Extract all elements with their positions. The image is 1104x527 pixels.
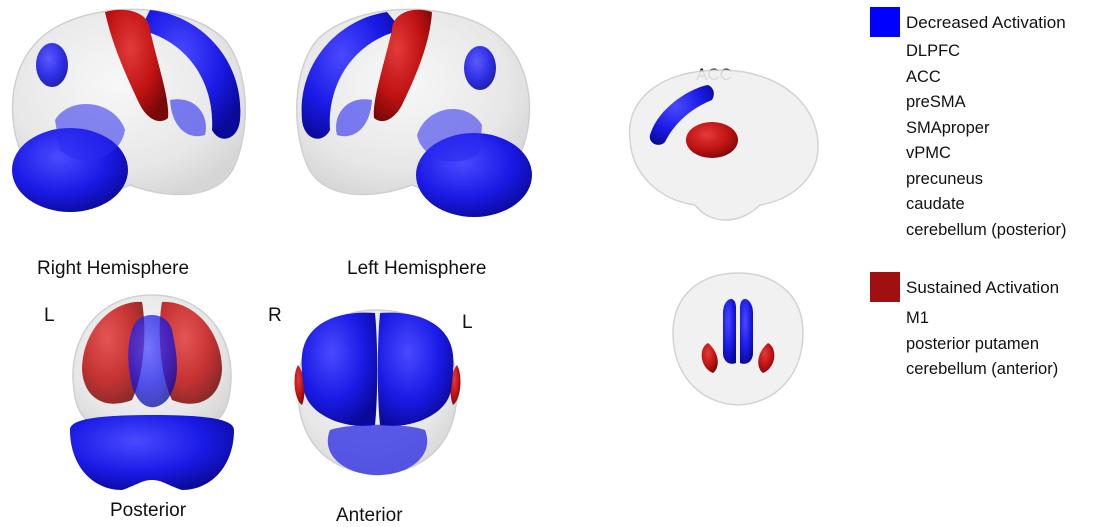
decreased-region-item: cerebellum (posterior) [906, 218, 1066, 244]
caption-anterior: Anterior [336, 505, 403, 527]
decreased-region-list: DLPFCACCpreSMASMApropervPMCprecuneuscaud… [906, 39, 1066, 243]
right-hemisphere-view [0, 0, 250, 230]
coronal-view [668, 268, 808, 408]
caption-posterior: Posterior [110, 500, 186, 522]
decreased-region-item: preSMA [906, 90, 1066, 116]
sustained-region-item: M1 [906, 306, 1058, 332]
sagittal-view [620, 60, 825, 230]
decreased-region-item: DLPFC [906, 39, 1066, 65]
decreased-region-item: vPMC [906, 141, 1066, 167]
posterior-view [62, 290, 242, 495]
decreased-region-item: precuneus [906, 167, 1066, 193]
sustained-region-list: M1posterior putamencerebellum (anterior) [906, 306, 1058, 383]
caudate-left [723, 299, 736, 364]
sustained-region-item: cerebellum (anterior) [906, 357, 1058, 383]
sustained-region-item: posterior putamen [906, 332, 1058, 358]
caudate-right [740, 299, 753, 364]
decreased-title: Decreased Activation [906, 13, 1066, 33]
left-hemisphere-view [292, 0, 542, 230]
sustained-swatch [870, 272, 900, 302]
decreased-region-item: caudate [906, 192, 1066, 218]
orientation-label-left: L [44, 305, 55, 327]
brain-outline [673, 273, 803, 405]
decreased-swatch [870, 7, 900, 37]
precuneus-blob [36, 43, 68, 87]
precuneus-center [128, 315, 177, 407]
decreased-region-item: ACC [906, 65, 1066, 91]
orientation-label-right: R [268, 305, 282, 327]
sustained-title: Sustained Activation [906, 278, 1059, 298]
precuneus-blob [464, 46, 496, 90]
decreased-region-item: SMAproper [906, 116, 1066, 142]
caption-left-hemisphere: Left Hemisphere [347, 258, 486, 280]
caudate-blob [686, 122, 738, 158]
cerebellum-blob [70, 415, 234, 490]
caption-right-hemisphere: Right Hemisphere [37, 258, 189, 280]
anterior-view [290, 305, 465, 485]
